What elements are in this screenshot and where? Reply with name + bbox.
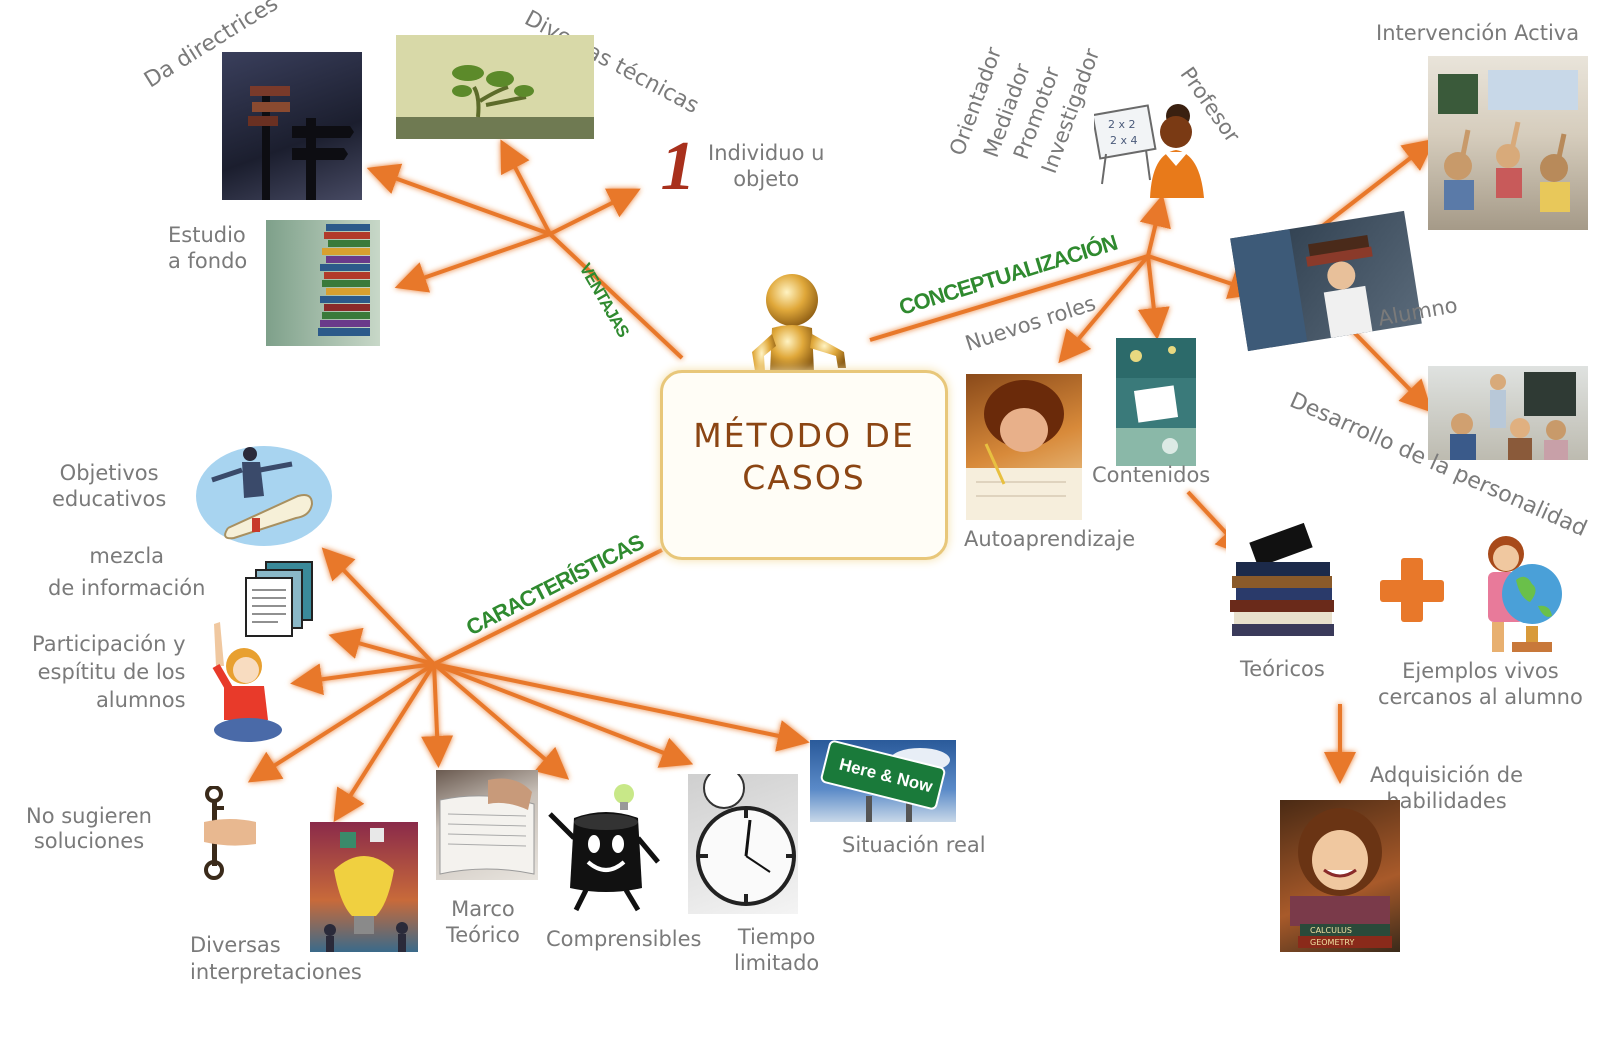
kids-blackboard-image [1428, 366, 1588, 460]
arrow-contenidos [1148, 256, 1156, 328]
arrow-estudio [406, 234, 550, 284]
clock-image [688, 774, 798, 914]
board-text-1: 2 x 2 [1108, 118, 1136, 131]
child-raising-hand-icon [206, 620, 290, 748]
label-teoricos: Teóricos [1240, 656, 1325, 682]
graduate-diploma-icon [188, 440, 334, 550]
arrow-profesor [1148, 206, 1160, 256]
arrow-individuo [550, 194, 630, 234]
smiling-character-lightbulb-icon [546, 778, 664, 916]
arrow-situacion [434, 664, 798, 740]
label-intervencion-activa: Intervención Activa [1376, 20, 1579, 46]
girl-globe-icon [1468, 530, 1570, 660]
arrow-marco [434, 664, 438, 756]
arrow-comprensibles [434, 664, 560, 772]
here-and-now-sign-image: Here & Now [810, 740, 956, 822]
label-contenidos: Contenidos [1092, 462, 1210, 488]
contents-abstract-icon [1116, 338, 1196, 466]
arrow-caract-trunk [434, 550, 662, 664]
classroom-raised-hands-image [1428, 56, 1588, 230]
open-book-image [436, 770, 538, 880]
tree-branches-image [396, 35, 594, 139]
smiling-girl-books-image: CALCULUS GEOMETRY [1280, 800, 1400, 952]
arrow-tiempo [434, 664, 682, 760]
signpost-image [222, 52, 362, 200]
label-comprensibles: Comprensibles [546, 926, 702, 952]
book-label-geometry: GEOMETRY [1310, 938, 1354, 947]
number-one-icon: 1 [648, 132, 708, 202]
teacher-icon: 2 x 2 2 x 4 [1094, 92, 1224, 202]
board-text-2: 2 x 4 [1110, 134, 1138, 147]
arrow-diversas-interp [340, 664, 434, 812]
books-pile-image [1226, 510, 1346, 662]
girl-writing-image [966, 374, 1082, 520]
plus-icon [1380, 558, 1444, 622]
label-situacion-real: Situación real [842, 832, 986, 858]
book-label-calculus: CALCULUS [1310, 926, 1352, 935]
label-autoaprendizaje: Autoaprendizaje [964, 526, 1135, 552]
book-stack-image [266, 220, 380, 346]
arrow-participacion [302, 664, 434, 682]
key-in-hand-icon [190, 786, 262, 880]
